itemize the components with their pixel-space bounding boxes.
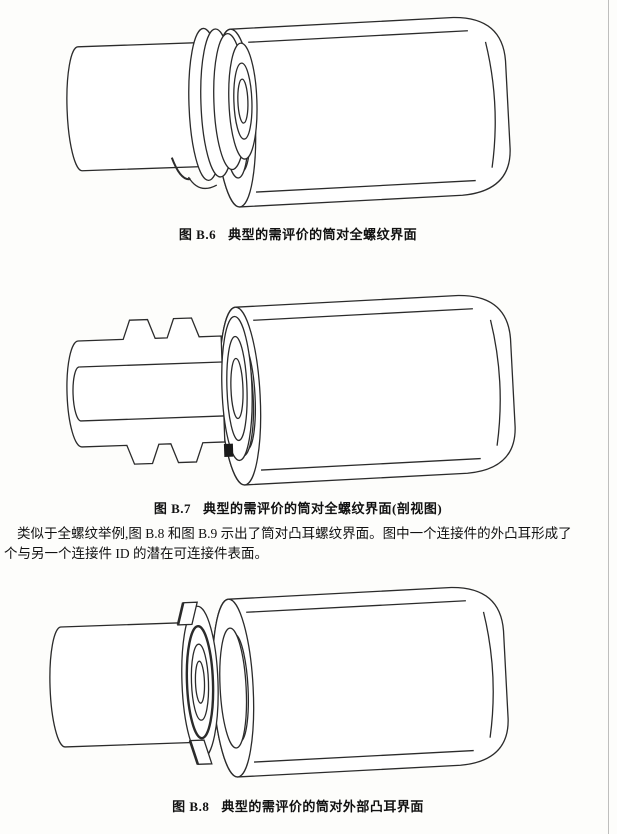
figure-b6-caption: 图 B.6 典型的需评价的筒对全螺纹界面 [0, 224, 596, 243]
figure-b7 [25, 286, 545, 494]
figure-b6 [20, 6, 540, 218]
figure-b8-caption-text: 典型的需评价的筒对外部凸耳界面 [221, 799, 424, 814]
figure-b8-caption: 图 B.8 典型的需评价的筒对外部凸耳界面 [0, 796, 596, 815]
lugged-tube-drawing [49, 601, 219, 765]
figure-b7-caption: 图 B.7 典型的需评价的筒对全螺纹界面(剖视图) [0, 498, 596, 517]
body-paragraph: 类似于全螺纹举例,图 B.8 和图 B.9 示出了筒对凸耳螺纹界面。图中一个连接… [4, 524, 608, 563]
sleeve-drawing [211, 586, 509, 778]
sleeve-drawing [218, 294, 516, 486]
figure-b7-drawing [66, 294, 516, 486]
scan-edge-line [608, 0, 609, 834]
figure-b7-caption-label: 图 B.7 [153, 501, 191, 516]
figure-b7-caption-text: 典型的需评价的筒对全螺纹界面(剖视图) [203, 501, 443, 516]
figure-b8 [18, 578, 538, 786]
figure-b8-caption-label: 图 B.8 [172, 799, 210, 814]
figure-b6-drawing [66, 16, 511, 208]
paragraph-line-2: 个与另一个连接件 ID 的潜在可连接件表面。 [4, 545, 268, 561]
sectioned-tube-drawing [66, 315, 253, 465]
figure-b8-drawing [49, 586, 509, 778]
figure-b6-caption-label: 图 B.6 [178, 227, 217, 242]
section-mark [223, 443, 234, 457]
paragraph-line-1: 类似于全螺纹举例,图 B.8 和图 B.9 示出了筒对凸耳螺纹界面。图中一个连接… [17, 526, 572, 541]
figure-b6-caption-text: 典型的需评价的筒对全螺纹界面 [228, 227, 418, 242]
threaded-tube-drawing [66, 27, 258, 190]
